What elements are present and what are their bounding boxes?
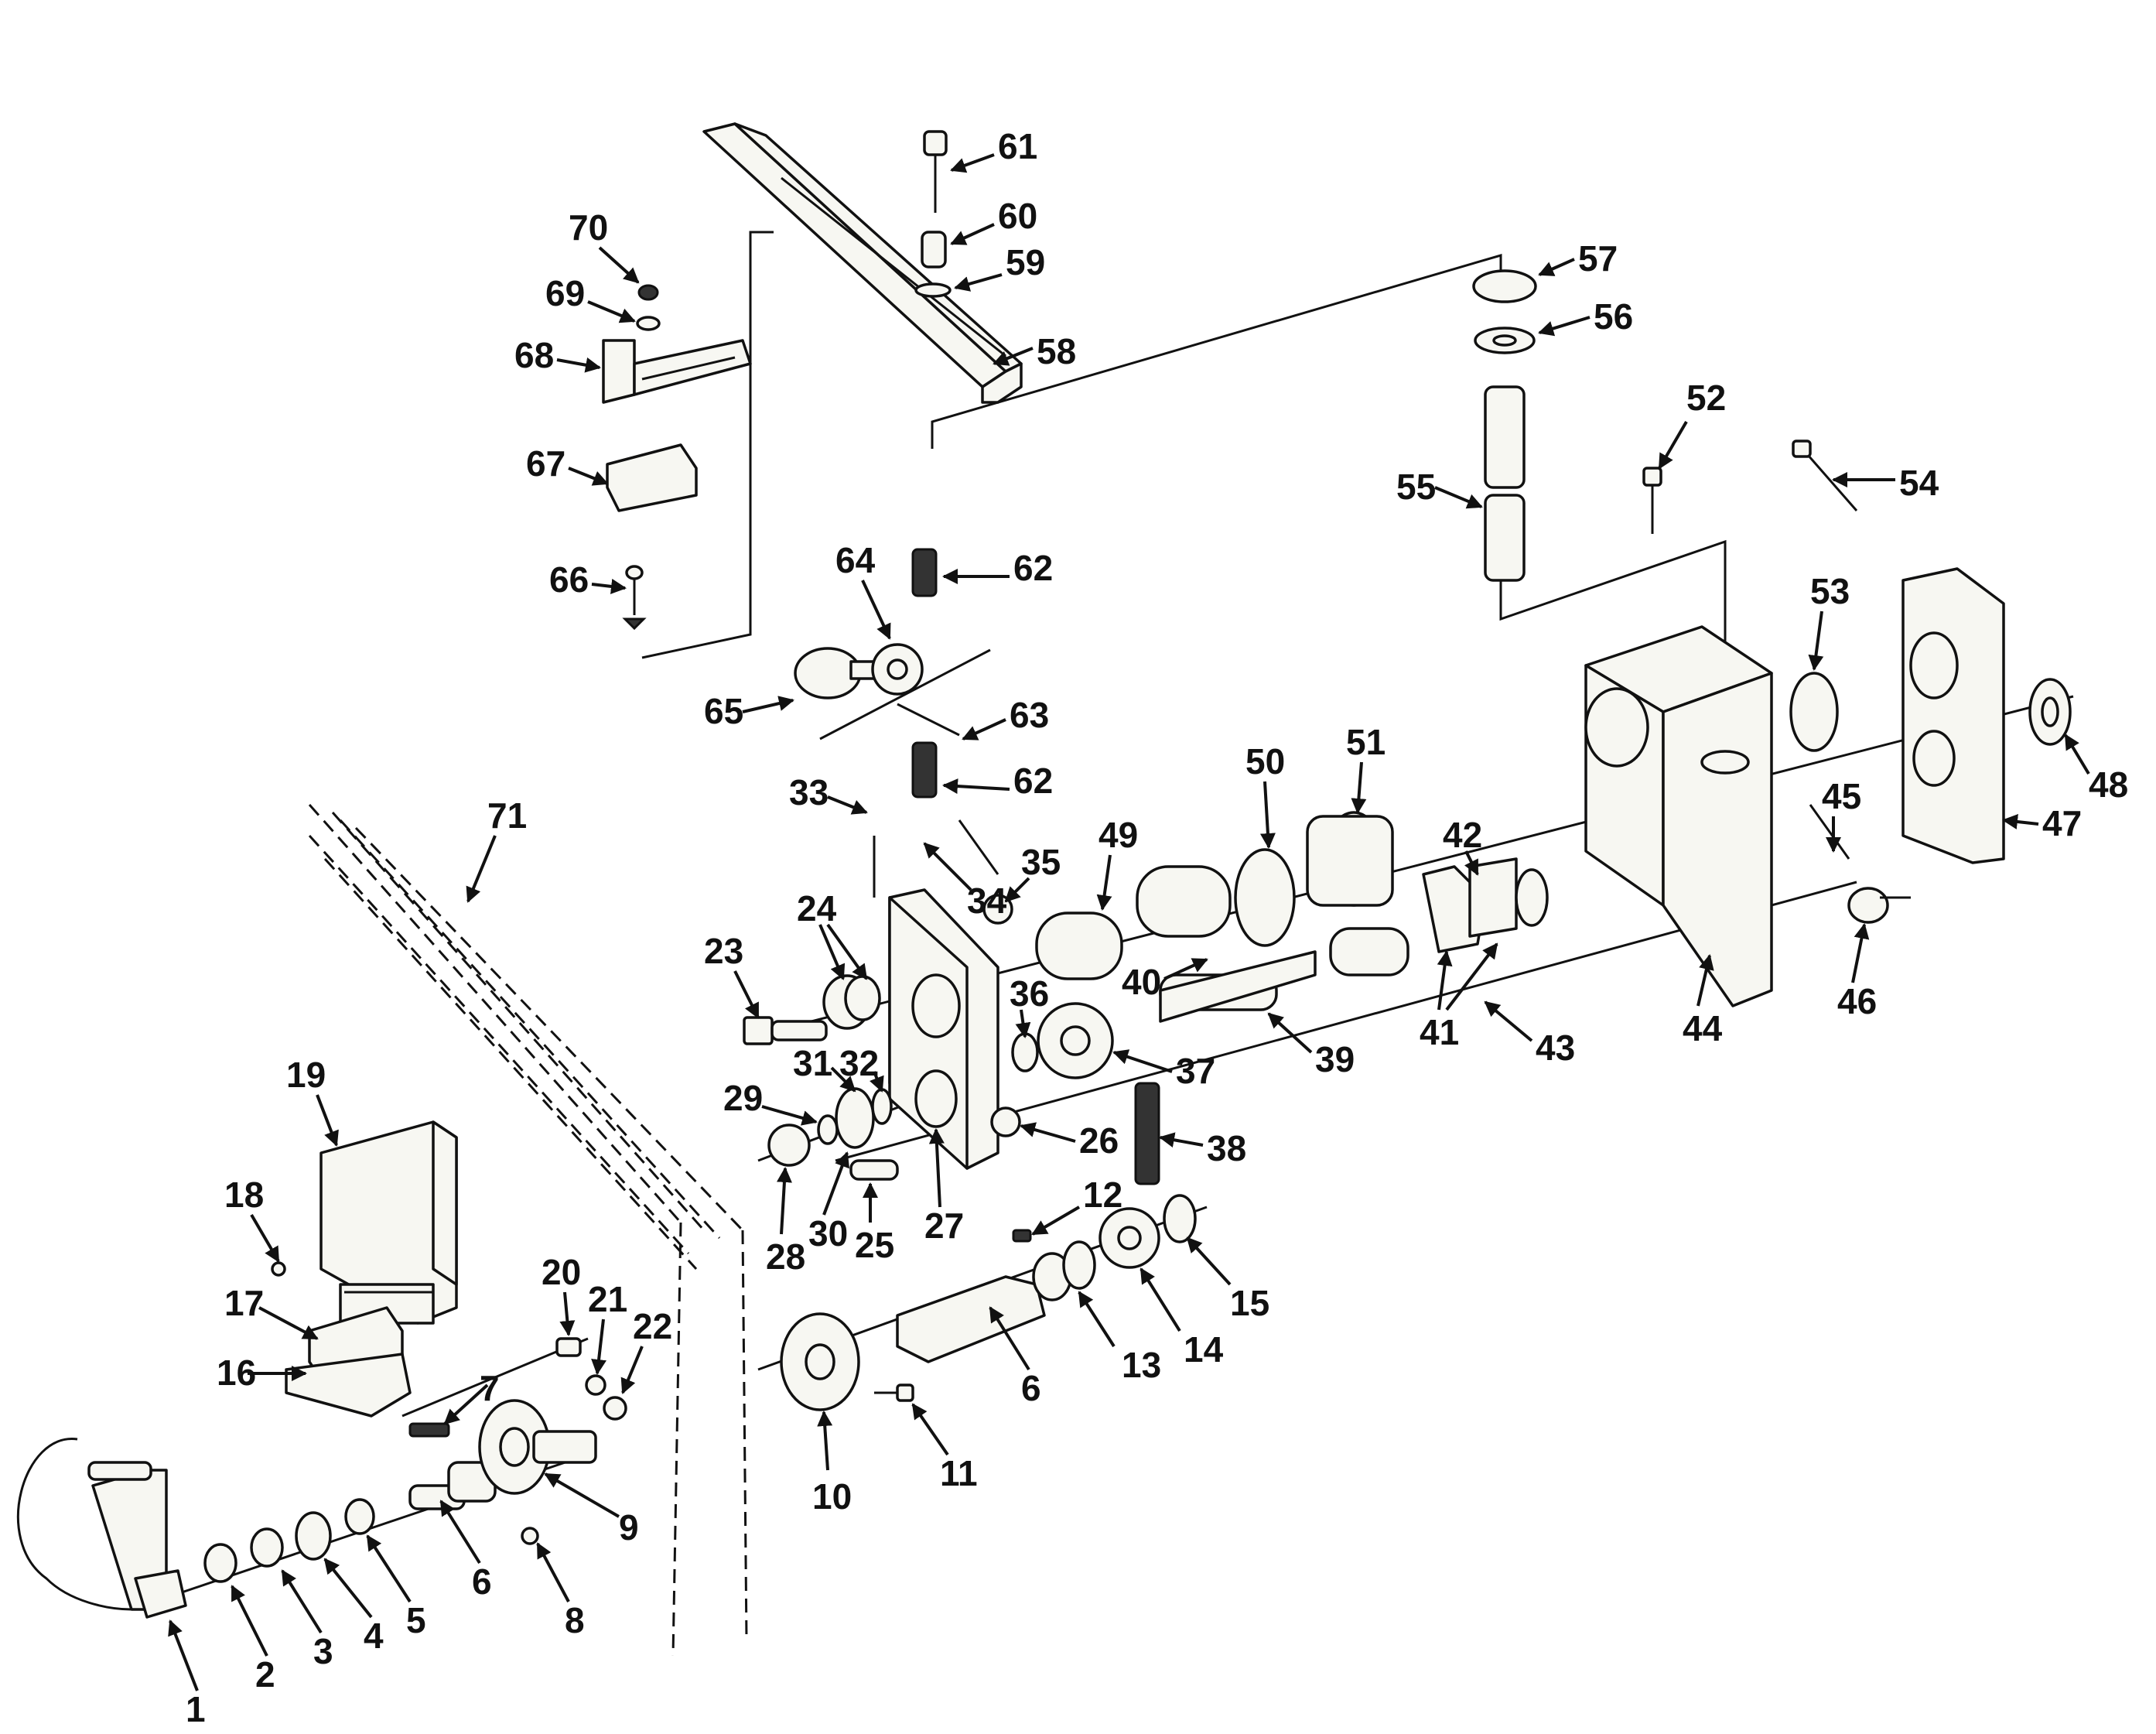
label-69: 69 <box>545 273 585 313</box>
parts-52-54 <box>1642 439 1858 534</box>
label-60: 60 <box>998 196 1037 236</box>
parts-66-70 <box>602 284 752 631</box>
label-39: 39 <box>1315 1039 1355 1079</box>
label-37: 37 <box>1176 1051 1215 1091</box>
label-26: 26 <box>1079 1120 1119 1161</box>
label-61: 61 <box>998 126 1037 166</box>
label-50: 50 <box>1245 741 1285 781</box>
label-68: 68 <box>514 335 554 375</box>
label-4: 4 <box>364 1616 384 1656</box>
label-31: 31 <box>793 1043 832 1083</box>
parts-16-22 <box>271 1120 627 1421</box>
parts-23-32 <box>743 974 899 1181</box>
label-57: 57 <box>1578 238 1618 279</box>
label-48: 48 <box>2089 764 2128 805</box>
label-36: 36 <box>1010 973 1049 1014</box>
label-25: 25 <box>855 1225 894 1265</box>
label-23: 23 <box>704 931 743 971</box>
label-30: 30 <box>808 1213 848 1253</box>
label-1: 1 <box>186 1689 206 1729</box>
label-56: 56 <box>1594 296 1633 337</box>
label-65: 65 <box>704 691 743 731</box>
label-70: 70 <box>569 207 608 248</box>
label-33: 33 <box>789 772 829 812</box>
label-67: 67 <box>526 443 565 484</box>
label-10: 10 <box>812 1476 852 1517</box>
parts-39-51 <box>1035 811 1549 1023</box>
label-38: 38 <box>1207 1128 1246 1168</box>
label-64: 64 <box>835 540 876 580</box>
label-58: 58 <box>1037 331 1076 371</box>
label-15: 15 <box>1230 1283 1269 1323</box>
label-6a: 6 <box>472 1561 492 1602</box>
label-8: 8 <box>565 1600 585 1640</box>
label-34: 34 <box>967 881 1007 921</box>
part-71-frame <box>308 804 748 1657</box>
part-58-bar <box>702 122 1023 404</box>
label-45: 45 <box>1822 776 1861 816</box>
label-43: 43 <box>1536 1028 1575 1068</box>
label-27: 27 <box>924 1206 964 1246</box>
label-66: 66 <box>549 559 589 600</box>
label-6b: 6 <box>1021 1368 1041 1408</box>
label-9: 9 <box>619 1507 639 1548</box>
label-17: 17 <box>224 1283 264 1323</box>
label-47: 47 <box>2042 803 2082 843</box>
label-5: 5 <box>406 1600 426 1640</box>
label-29: 29 <box>723 1078 763 1118</box>
label-20: 20 <box>542 1252 581 1292</box>
label-3: 3 <box>313 1631 333 1671</box>
label-54: 54 <box>1899 463 1939 503</box>
label-12: 12 <box>1083 1175 1122 1215</box>
label-28: 28 <box>766 1236 805 1277</box>
label-71: 71 <box>487 795 527 836</box>
parts-1-9 <box>17 1399 597 1619</box>
parts-62-65 <box>794 548 960 799</box>
label-19: 19 <box>286 1055 326 1095</box>
label-51: 51 <box>1346 722 1386 762</box>
part-44-block <box>1584 625 1773 1007</box>
label-42: 42 <box>1443 815 1482 855</box>
label-62b: 62 <box>1013 761 1053 801</box>
label-14: 14 <box>1184 1329 1224 1370</box>
parts-59-61 <box>914 130 952 298</box>
parts-45-46 <box>1809 804 1911 924</box>
parts-47-53 <box>1789 567 2072 864</box>
callouts: 1 2 3 4 5 6 7 8 9 10 11 12 13 14 15 16 1… <box>168 126 2128 1729</box>
part-27-plate <box>888 888 999 1170</box>
parts-55-57 <box>1472 269 1537 582</box>
label-53: 53 <box>1810 571 1850 611</box>
label-49: 49 <box>1099 815 1138 855</box>
label-2: 2 <box>255 1654 275 1695</box>
label-18: 18 <box>224 1175 264 1215</box>
label-52: 52 <box>1686 378 1726 418</box>
label-59: 59 <box>1006 242 1045 282</box>
label-22: 22 <box>633 1306 672 1346</box>
label-35: 35 <box>1021 842 1061 882</box>
label-32: 32 <box>839 1043 879 1083</box>
label-44: 44 <box>1683 1008 1723 1048</box>
label-13: 13 <box>1122 1345 1161 1385</box>
label-55: 55 <box>1396 467 1436 507</box>
label-62a: 62 <box>1013 548 1053 588</box>
label-11: 11 <box>940 1453 978 1493</box>
parts-10-15 <box>780 1194 1197 1411</box>
label-24: 24 <box>797 888 837 929</box>
label-41: 41 <box>1420 1012 1459 1052</box>
label-63: 63 <box>1010 695 1049 735</box>
label-40: 40 <box>1122 962 1161 1002</box>
label-46: 46 <box>1837 981 1877 1021</box>
label-21: 21 <box>588 1279 627 1319</box>
